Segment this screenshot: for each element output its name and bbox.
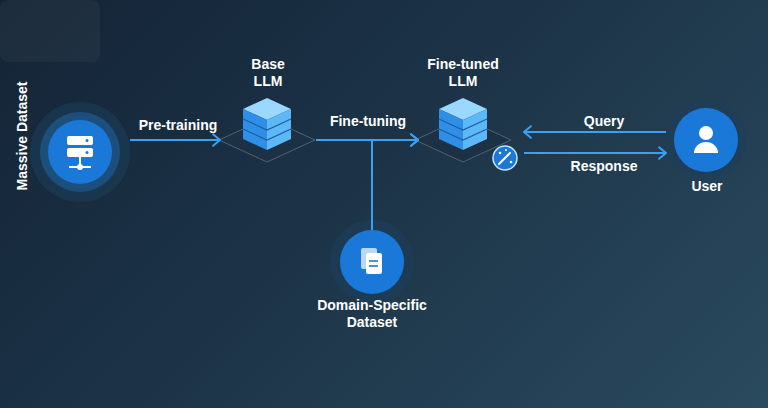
cube-right [267, 109, 291, 150]
user-head [699, 126, 713, 140]
document-line [369, 260, 378, 262]
edge-label: Query [584, 113, 624, 130]
cube-line [439, 129, 487, 140]
connector-line [130, 139, 220, 141]
node-box: Base LLM [220, 95, 316, 165]
cube-right [463, 109, 487, 150]
wand-badge [493, 146, 517, 170]
icon-circle [48, 120, 112, 184]
server-led [86, 151, 89, 154]
arrow-head [659, 147, 666, 159]
node-label: Fine-tuned LLM [413, 56, 513, 90]
connector [372, 134, 418, 230]
arrow-head [411, 134, 418, 146]
document-front [366, 253, 382, 274]
server-slot [67, 148, 93, 157]
sparkle [505, 149, 507, 151]
wand [499, 153, 510, 164]
sparkle [510, 161, 513, 164]
user-body [694, 142, 718, 153]
connector-line [372, 140, 418, 230]
edge-label: Response [571, 158, 638, 175]
cube-left [439, 109, 463, 150]
node-label: Base LLM [243, 56, 293, 90]
icon-glow [330, 220, 414, 304]
edge-label: Pre-training [139, 117, 218, 134]
node-box: Domain-Specific Dataset [340, 230, 404, 294]
node-label: Domain-Specific Dataset [302, 297, 442, 331]
document-line [369, 265, 378, 267]
node-box: Massive Dataset [30, 102, 130, 202]
cube-line [243, 129, 291, 140]
icon-circle [674, 108, 738, 172]
connector [130, 134, 220, 146]
server-hub [77, 164, 83, 170]
icon-glow [666, 100, 746, 180]
node-label: User [667, 178, 747, 195]
icon-circle [340, 230, 404, 294]
node-box: User [666, 108, 746, 172]
edge-label: Fine-tuning [330, 113, 406, 130]
server-slot [67, 136, 93, 145]
sparkle [499, 152, 502, 155]
connector-line [524, 131, 666, 133]
icon-glow [30, 102, 130, 202]
arrow-head [524, 126, 531, 138]
connector-line [524, 152, 666, 154]
cube-line [439, 119, 487, 130]
cube-left [243, 109, 267, 150]
arrow-head [213, 134, 220, 146]
cube-line [243, 119, 291, 130]
server-led [86, 139, 89, 142]
node-box: Fine-tuned LLM [418, 95, 524, 165]
server-stem [79, 157, 81, 165]
corner-panel [0, 0, 100, 62]
connector [524, 147, 666, 159]
icon-ring [40, 112, 120, 192]
node-label: Massive Dataset [14, 82, 31, 191]
